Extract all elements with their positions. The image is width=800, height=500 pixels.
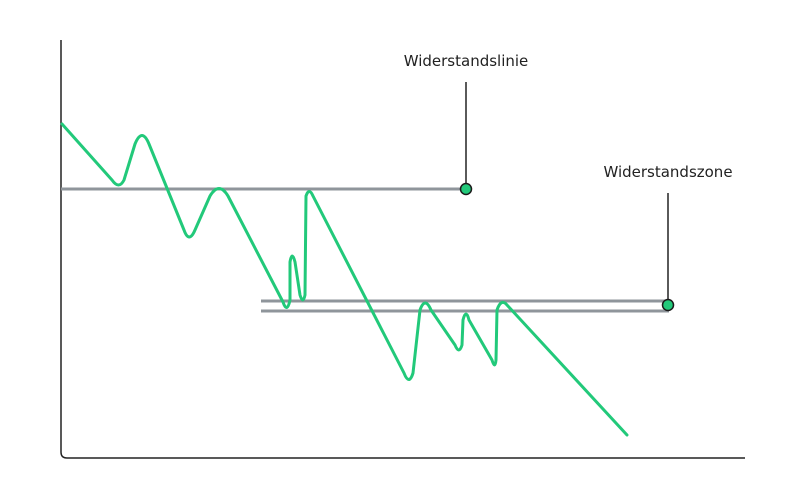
price-line [60, 122, 629, 437]
resistance-zone-label: Widerstandszone [603, 163, 732, 181]
resistance-zone-marker [661, 298, 675, 312]
resistance-line-label: Widerstandslinie [404, 52, 529, 70]
chart-axes [60, 40, 745, 459]
resistance-line-marker [459, 182, 473, 196]
